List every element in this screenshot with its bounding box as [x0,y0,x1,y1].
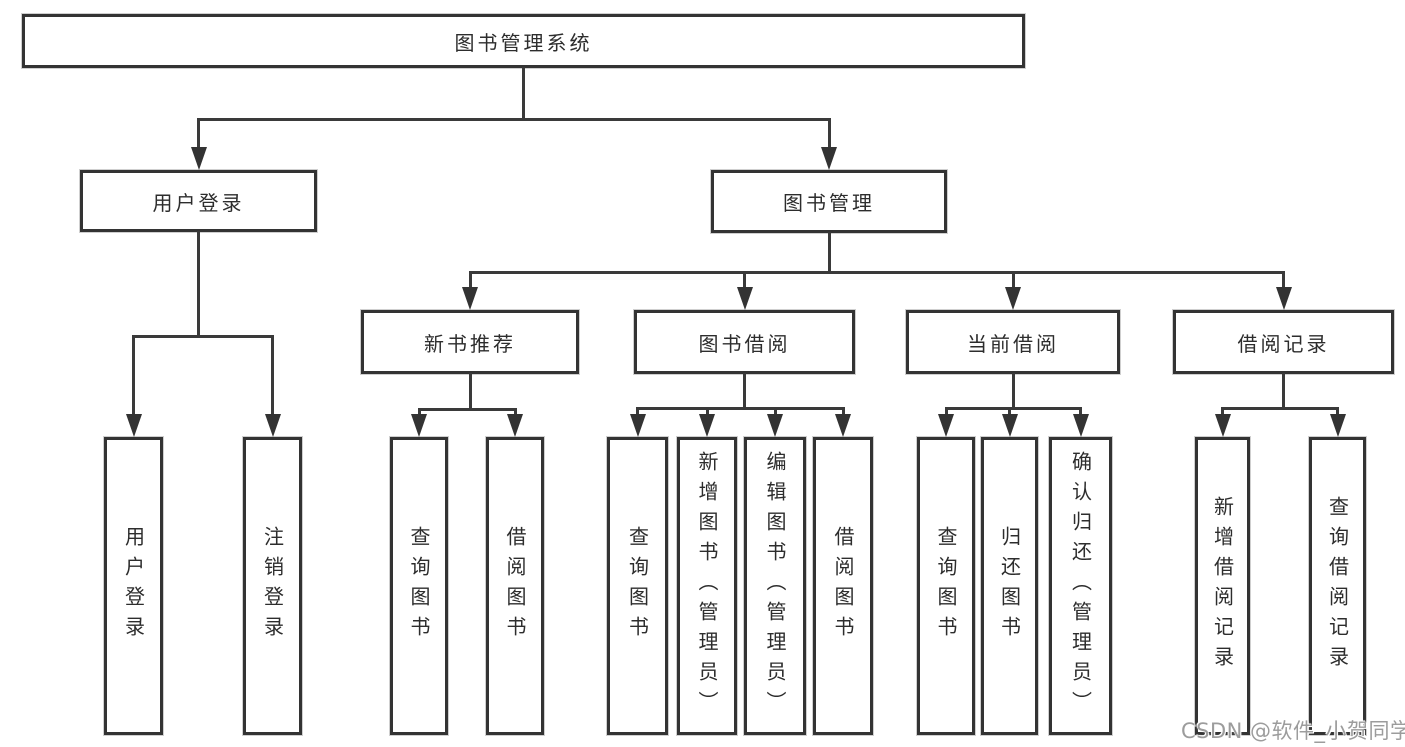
arrow-down-icon [629,414,646,437]
connector-child-stem [468,271,472,289]
connector-parent-drop [1282,373,1285,410]
connector-parent-drop [743,373,746,410]
connector-child-stem [841,407,845,416]
node-leaf-user-login: 用户登录 [104,437,163,735]
arrow-down-icon [462,287,478,310]
connector-parent-drop [197,231,200,338]
arrow-down-icon [835,414,851,437]
connector-child-stem [743,271,746,289]
node-leaf-confirm-return-admin: 确认归还（管理员） [1049,437,1112,735]
connector-child-stem [636,407,639,416]
watermark: CSDN @软件_小贺同学 [1181,719,1405,743]
connector-parent-drop [468,373,472,411]
connector-child-stem [1221,407,1224,416]
connector-rail [636,407,845,410]
arrow-down-icon [699,414,715,437]
arrow-down-icon [938,414,954,437]
node-book-borrowing: 图书借阅 [634,310,855,374]
connector-rail [944,407,1082,410]
arrow-down-icon [1072,414,1089,437]
arrow-down-icon [507,414,523,437]
arrow-down-icon [264,414,281,437]
connector-child-stem [944,407,948,416]
connector-child-stem [1011,271,1015,289]
node-root: 图书管理系统 [22,14,1025,68]
arrow-down-icon [1275,287,1292,310]
connector-child-stem [197,118,200,149]
connector-rail [132,335,274,338]
arrow-down-icon [411,414,427,437]
node-user-login-group: 用户登录 [80,170,317,232]
connector-child-stem [705,407,709,416]
node-new-book-recommend: 新书推荐 [361,310,579,374]
node-leaf-query-books-recommend: 查询图书 [390,437,448,735]
node-book-management: 图书管理 [711,170,947,233]
arrow-down-icon [125,414,142,437]
connector-parent-drop [827,232,831,274]
arrow-down-icon [1214,414,1231,437]
connector-child-stem [1336,407,1339,416]
node-leaf-borrow-books-recommend: 借阅图书 [486,437,544,735]
node-leaf-logout: 注销登录 [243,437,302,735]
arrow-down-icon [736,287,753,310]
connector-child-stem [773,407,777,416]
node-leaf-edit-books-admin: 编辑图书（管理员） [744,437,806,735]
connector-rail [197,118,831,121]
connector-child-stem [1282,271,1285,289]
node-borrowing-records: 借阅记录 [1173,310,1394,374]
node-current-borrowing: 当前借阅 [906,310,1120,374]
arrow-down-icon [821,147,837,170]
connector-parent-drop [522,67,525,121]
connector-child-stem [1079,407,1082,416]
node-leaf-return-books: 归还图书 [981,437,1038,735]
connector-rail [468,271,1285,274]
arrow-down-icon [1001,414,1018,437]
connector-rail [1221,407,1339,410]
connector-child-stem [827,118,831,149]
node-leaf-query-borrow-record: 查询借阅记录 [1309,437,1366,735]
arrow-down-icon [190,147,207,170]
connector-parent-drop [1011,373,1015,410]
connector-child-stem [132,335,135,416]
connector-child-stem [513,408,517,416]
connector-child-stem [417,408,421,416]
node-leaf-add-borrow-record: 新增借阅记录 [1195,437,1250,735]
arrow-down-icon [767,414,783,437]
arrow-down-icon [1329,414,1346,437]
node-leaf-query-books-borrowing: 查询图书 [607,437,668,735]
node-leaf-borrow-books-borrowing: 借阅图书 [813,437,873,735]
connector-rail [417,408,517,411]
connector-child-stem [1008,407,1011,416]
arrow-down-icon [1005,287,1021,310]
node-leaf-add-books-admin: 新增图书（管理员） [677,437,737,735]
node-leaf-query-books-current: 查询图书 [917,437,975,735]
connector-child-stem [271,335,274,416]
